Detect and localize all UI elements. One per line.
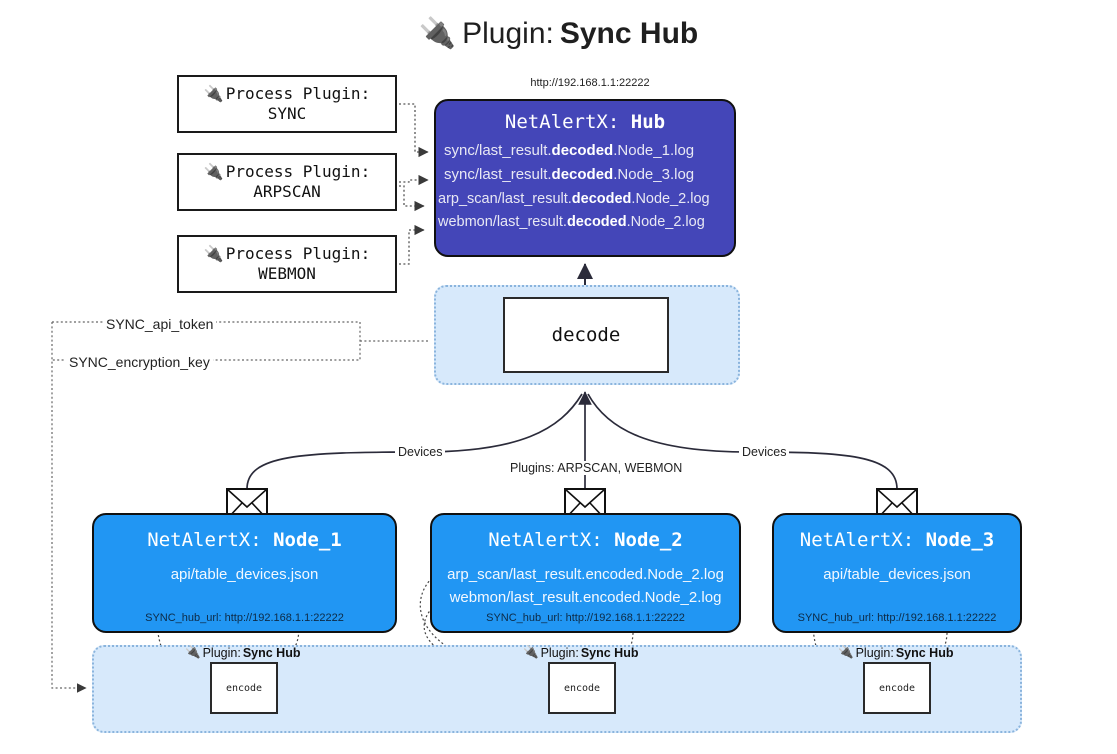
node-title: NetAlertX: Node_1 (147, 529, 342, 551)
plug-icon: 🔌 (203, 162, 224, 182)
node-title: NetAlertX: Node_3 (799, 529, 995, 551)
sync-api-token-label: SYNC_api_token (103, 316, 217, 332)
hub-url-label: http://192.168.1.1:22222 (530, 77, 650, 89)
node-1[interactable]: NetAlertX: Node_1 api/table_devices.json… (92, 513, 397, 633)
decode-box[interactable]: decode (503, 297, 669, 373)
process-plugin-name: WEBMON (258, 264, 316, 283)
page-title-plain: Plugin: (462, 16, 554, 50)
process-plugin-sync[interactable]: 🔌 Process Plugin: SYNC (177, 75, 397, 133)
page-title: 🔌 Plugin: Sync Hub (0, 16, 1117, 51)
node-file: api/table_devices.json (170, 566, 319, 583)
process-plugin-webmon[interactable]: 🔌 Process Plugin: WEBMON (177, 235, 397, 293)
edge-label-devices-right: Devices (739, 445, 790, 459)
encode-box-1[interactable]: encode (210, 662, 278, 714)
node-file-list: api/table_devices.json (94, 563, 395, 586)
process-plugin-title: Process Plugin: (225, 162, 371, 182)
hub-title-bold: Hub (630, 111, 666, 133)
node-hub-url: SYNC_hub_url: http://192.168.1.1:22222 (797, 612, 997, 624)
encode-box-2[interactable]: encode (548, 662, 616, 714)
process-plugin-title: Process Plugin: (225, 244, 371, 264)
encode-plugin-label-3: 🔌 Plugin:Sync Hub (838, 645, 954, 660)
node-hub-url: SYNC_hub_url: http://192.168.1.1:22222 (486, 612, 685, 624)
hub-log-item: sync/last_result.decoded.Node_3.log (444, 166, 695, 184)
node-file: webmon/last_result.encoded.Node_2.log (449, 589, 722, 607)
node-hub-url: SYNC_hub_url: http://192.168.1.1:22222 (145, 612, 344, 624)
node-title: NetAlertX: Node_2 (488, 529, 683, 551)
node-3[interactable]: NetAlertX: Node_3 api/table_devices.json… (772, 513, 1022, 633)
edge-label-plugins: Plugins: ARPSCAN, WEBMON (507, 461, 686, 475)
node-2[interactable]: NetAlertX: Node_2 arp_scan/last_result.e… (430, 513, 741, 633)
edge-label-devices-left: Devices (395, 445, 446, 459)
node-file-list: arp_scan/last_result.encoded.Node_2.log … (432, 563, 739, 610)
hub-log-item: arp_scan/last_result.decoded.Node_2.log (438, 190, 710, 207)
encode-plugin-label-1: 🔌 Plugin:Sync Hub (185, 645, 301, 660)
hub-title-plain: NetAlertX: (504, 111, 620, 133)
plug-icon: 🔌 (185, 645, 201, 659)
node-file: api/table_devices.json (823, 566, 971, 583)
process-plugin-title: Process Plugin: (225, 84, 371, 104)
node-file: arp_scan/last_result.encoded.Node_2.log (447, 566, 724, 583)
hub-node[interactable]: NetAlertX: Hub sync/last_result.decoded.… (434, 99, 736, 257)
plug-icon: 🔌 (418, 17, 457, 50)
plug-icon: 🔌 (203, 84, 224, 104)
process-plugin-arpscan[interactable]: 🔌 Process Plugin: ARPSCAN (177, 153, 397, 211)
plug-icon: 🔌 (523, 645, 539, 659)
hub-log-item: sync/last_result.decoded.Node_1.log (444, 142, 695, 159)
encode-plugin-label-2: 🔌 Plugin:Sync Hub (523, 645, 639, 660)
hub-log-item: webmon/last_result.decoded.Node_2.log (438, 214, 705, 231)
plug-icon: 🔌 (838, 645, 854, 659)
process-plugin-name: ARPSCAN (253, 182, 321, 201)
plug-icon: 🔌 (203, 244, 224, 264)
hub-title: NetAlertX: Hub (436, 111, 734, 133)
encode-box-3[interactable]: encode (863, 662, 931, 714)
process-plugin-name: SYNC (267, 104, 307, 123)
hub-log-list: sync/last_result.decoded.Node_1.log sync… (436, 139, 734, 235)
node-file-list: api/table_devices.json (774, 563, 1020, 586)
page-title-bold: Sync Hub (559, 16, 699, 50)
sync-encryption-key-label: SYNC_encryption_key (66, 354, 213, 370)
